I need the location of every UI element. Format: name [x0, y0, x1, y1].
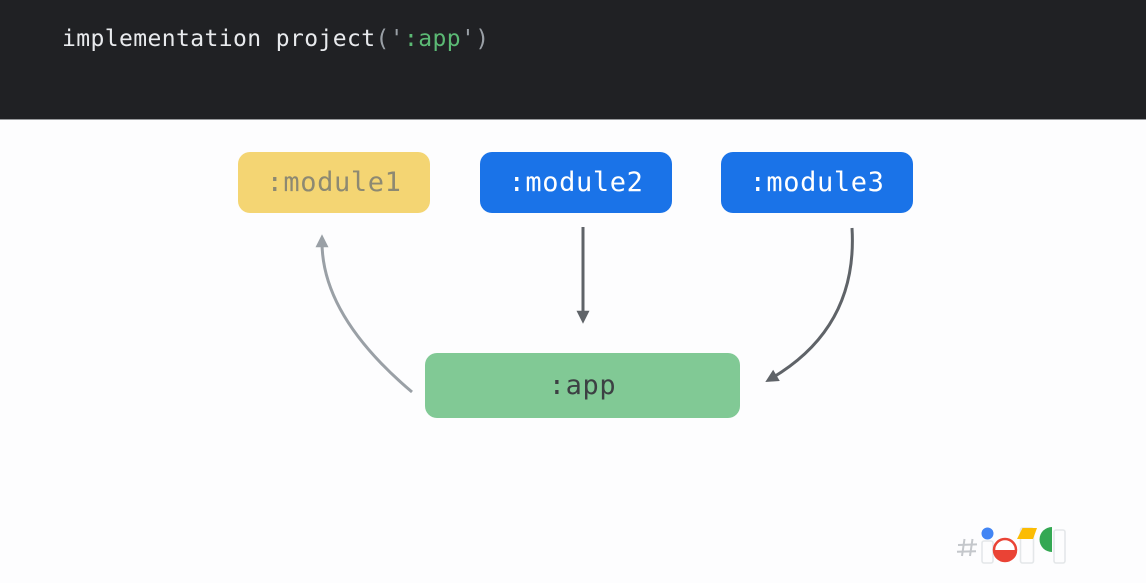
- node-module2: :module2: [480, 152, 672, 213]
- io-one-flag: [1017, 528, 1037, 539]
- io-nine-bowl: [1039, 527, 1052, 552]
- code-token-close-quote: ': [460, 26, 476, 52]
- code-line: implementation project(':app'): [62, 26, 489, 52]
- edge-app-to-module1: [315, 234, 413, 394]
- code-token-close-paren: ): [475, 26, 490, 52]
- io-o-circle: [992, 537, 1018, 563]
- node-module1: :module1: [238, 152, 430, 213]
- hash-icon: [956, 538, 978, 557]
- node-module3: :module3: [721, 152, 913, 213]
- node-app: :app: [425, 353, 740, 418]
- io19-logo-icon: [956, 527, 1066, 564]
- code-token-open-paren: (: [375, 26, 390, 52]
- code-token-app-string: :app: [403, 26, 461, 52]
- code-token-call: implementation project: [62, 26, 376, 52]
- code-header-bar: implementation project(':app'): [0, 0, 1146, 120]
- edge-module3-to-app: [765, 227, 854, 382]
- io-i-dot: [981, 527, 994, 540]
- code-token-open-quote: ': [389, 26, 404, 52]
- logo-outline-stems: [981, 527, 1066, 564]
